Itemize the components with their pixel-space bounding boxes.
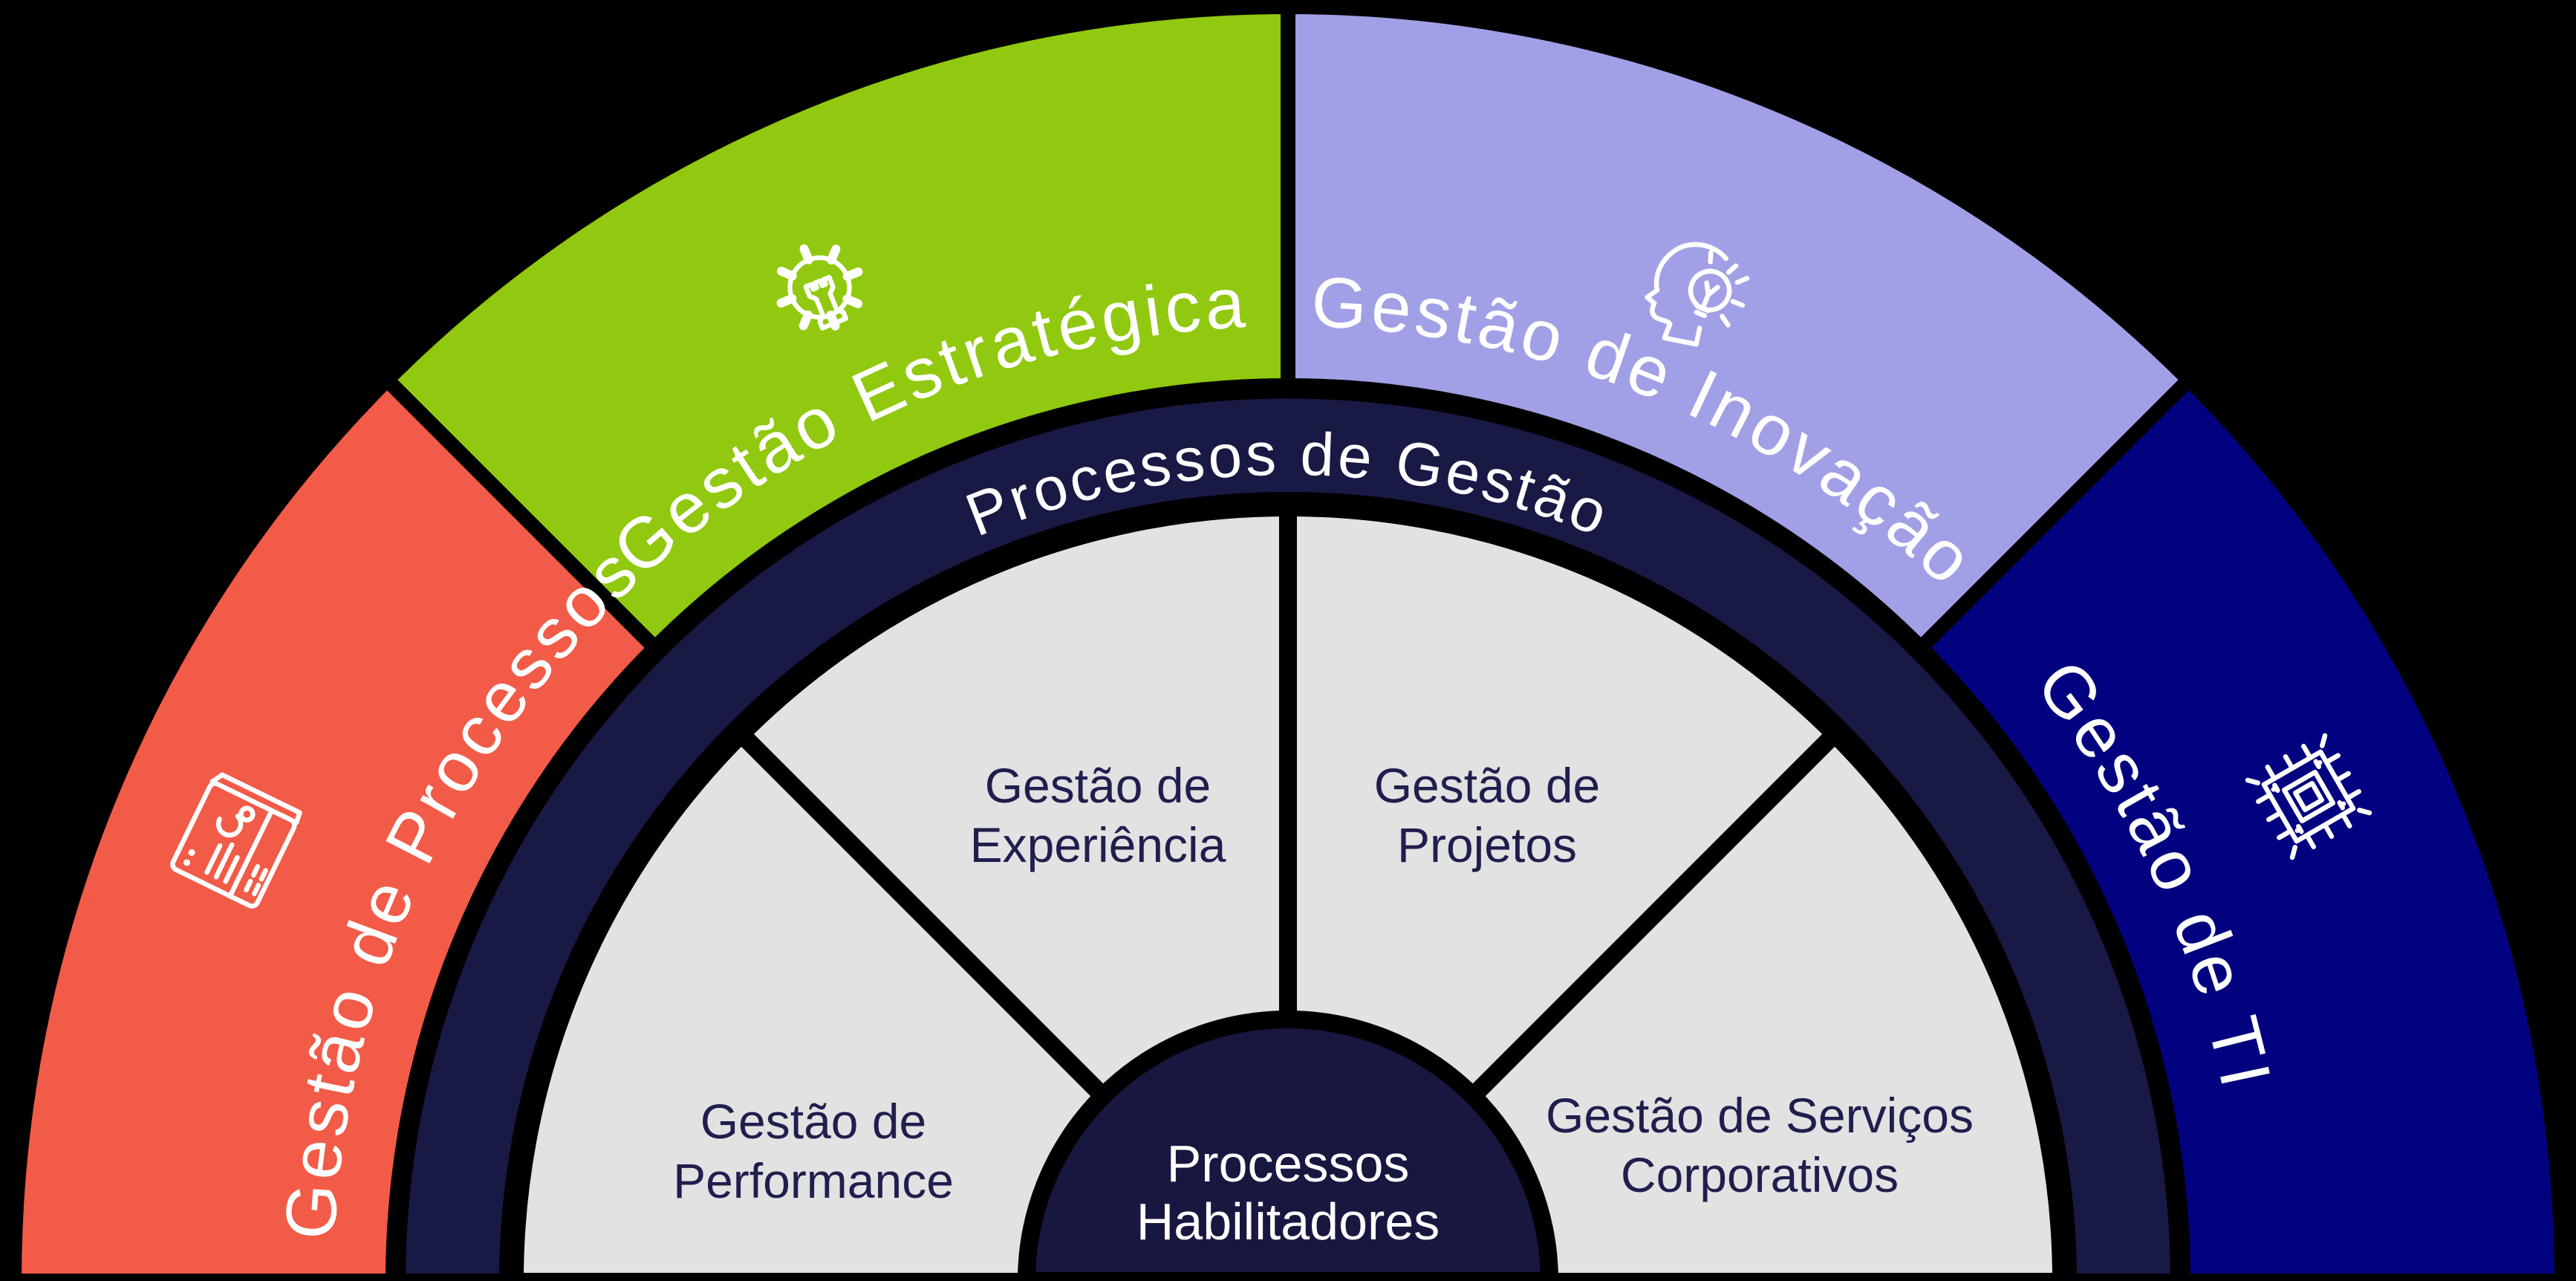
center-dome-processos-habilitadores [1017,1011,1559,1281]
label-processos-habilitadores: Processos Habilitadores [1136,1135,1440,1251]
label-performance-line1: Gestão de [700,1094,927,1149]
process-board-icon [170,772,302,909]
label-gestao-de-performance: Gestão de Performance [673,1094,954,1208]
divider-135deg [732,725,1116,1109]
label-gestao-de-projetos: Gestão de Projetos [1374,758,1601,872]
label-gestao-de-servicos-corporativos: Gestão de Serviços Corporativos [1546,1088,1974,1202]
label-experiencia-line2: Experiência [970,817,1226,872]
label-servicos-line2: Corporativos [1621,1147,1899,1202]
label-center-line1: Processos [1167,1135,1410,1193]
label-center-line2: Habilitadores [1136,1193,1440,1251]
label-gestao-de-experiencia: Gestão de Experiência [970,758,1226,872]
label-projetos-line1: Gestão de [1374,758,1601,813]
head-lightbulb-icon [1645,241,1750,347]
strategy-chess-gear-icon [776,244,863,331]
label-performance-line2: Performance [673,1153,954,1208]
label-servicos-line1: Gestão de Serviços [1546,1088,1974,1143]
cpu-chip-icon [2245,733,2372,860]
label-projetos-line2: Projetos [1397,817,1577,872]
label-experiencia-line1: Gestão de [985,758,1211,813]
middle-ring-processos-de-gestao [390,383,2186,1281]
divider-45deg [1460,725,1844,1109]
